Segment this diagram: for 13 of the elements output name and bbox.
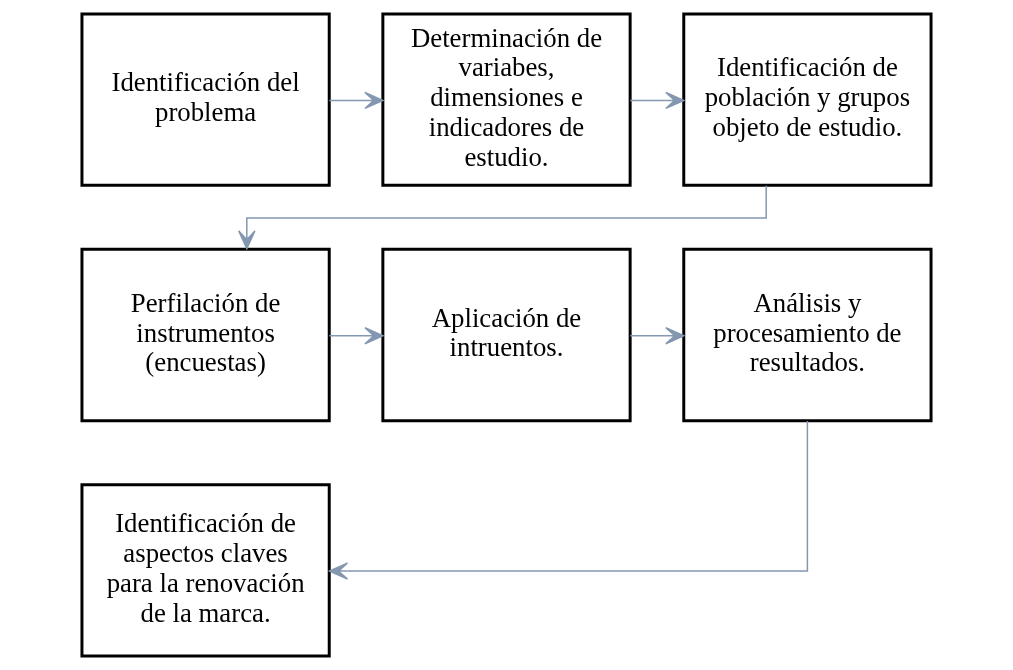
node-box: Aplicación de intruentos. — [381, 247, 632, 423]
node-box: Identificación de aspectos claves para la renovación de la marca. — [80, 483, 331, 658]
arrow — [328, 91, 384, 110]
arrow — [629, 91, 685, 110]
arrow — [328, 326, 384, 345]
arrow — [629, 326, 685, 345]
arrow — [328, 420, 809, 580]
node-box: Identificación de población y grupos objeto de estudio. — [682, 12, 933, 187]
node-box: Perfilación de instrumentos (encuestas) — [80, 247, 331, 423]
arrow — [238, 184, 767, 250]
node-box: Identificación del problema — [80, 12, 331, 187]
node-box: Análisis y procesamiento de resultados. — [682, 247, 933, 423]
node-box: Determinación de variabes, dimensiones e indicadores de estudio. — [381, 12, 632, 187]
